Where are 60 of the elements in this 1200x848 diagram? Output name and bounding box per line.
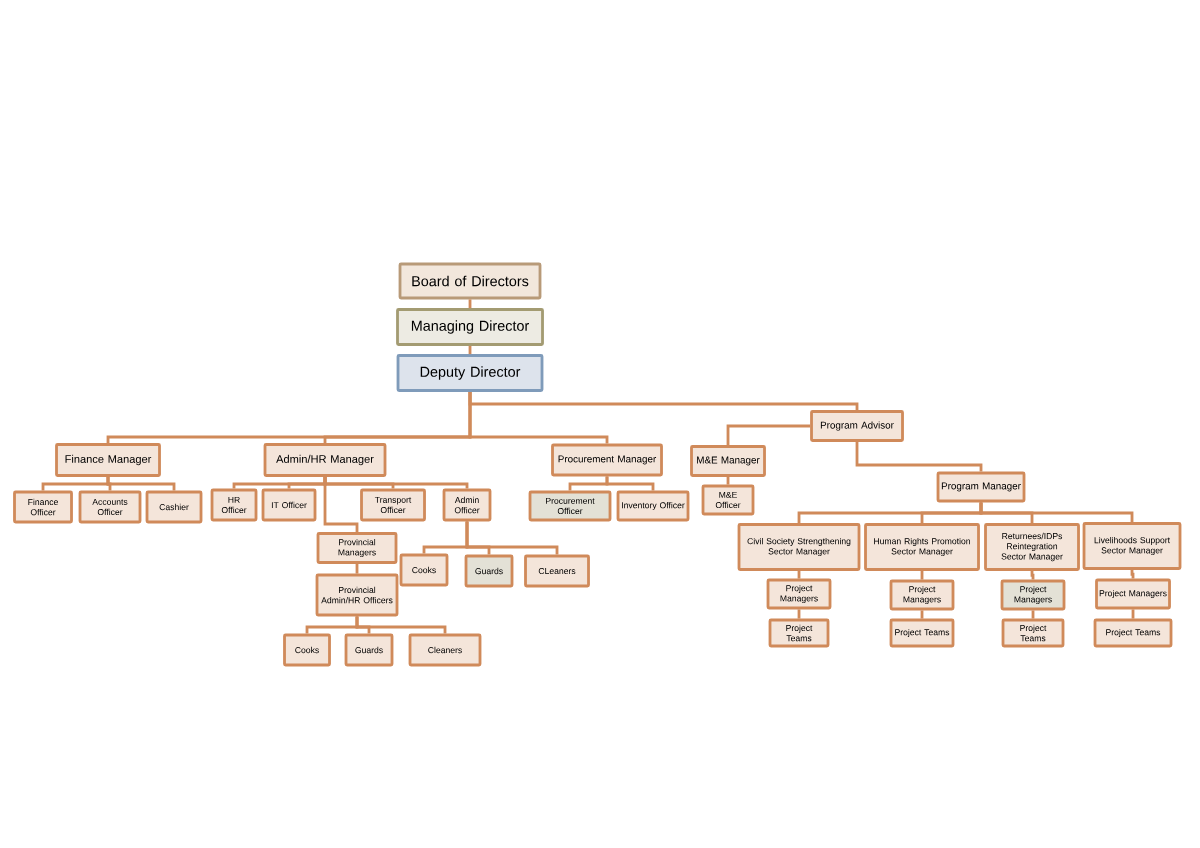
position-box: M&E Officer [701,484,755,516]
position-box: Project Teams [1001,618,1065,648]
connector-line [1130,569,1135,579]
connector-line [1131,609,1135,619]
position-box: Board of Directors [398,262,542,300]
position-box: Project Managers [766,578,832,610]
position-box: Project Managers [1000,579,1066,611]
position-box: Returnees/IDPs Reintegration Sector Manager [984,523,1080,571]
connector-line [468,299,472,309]
position-box: Guards [464,554,514,588]
connector-line [468,391,859,411]
position-box: Program Manager [936,471,1026,503]
position-box: Inventory Officer [616,490,690,522]
position-box: M&E Manager [690,445,766,477]
connector-line [726,476,730,485]
position-box: Procurement Manager [551,443,663,477]
position-box: IT Officer [261,488,317,522]
position-box: Finance Officer [13,490,73,524]
connector-line [920,610,924,619]
position-box: Project Teams [889,618,955,648]
connector-line [323,476,359,533]
position-box: Provincial Managers [316,532,398,564]
connector-line [355,616,447,634]
position-box: HR Officer [210,488,258,522]
connector-line [855,441,983,472]
connector-line [979,502,1134,523]
position-box: Project Managers [889,579,955,611]
position-box: Guards [344,633,394,667]
connector-line [726,424,811,446]
position-box: Civil Society Strengthening Sector Manager [737,523,861,571]
position-box: Cooks [399,553,449,587]
connector-line [468,345,472,355]
position-box: Cashier [145,490,203,524]
position-box: Cleaners [408,633,482,667]
position-box: Managing Director [396,308,544,346]
position-box: Cooks [283,633,331,667]
connector-line [355,563,359,574]
connector-line [920,570,924,580]
position-box: Transport Officer [360,488,426,522]
position-box: Project Managers [1095,578,1171,610]
position-box: Human Rights Promotion Sector Manager [864,523,980,571]
position-box: Deputy Director [396,354,544,392]
position-box: Finance Manager [55,443,161,477]
position-box: Project Teams [1093,618,1173,648]
connector-line [1030,570,1035,580]
connector-line [797,609,801,619]
connector-line [605,476,655,491]
position-box: Accounts Officer [78,490,142,524]
position-box: Procurement Officer [528,490,612,522]
connector-line [1031,610,1035,619]
connector-line [797,570,801,579]
position-box: Livelihoods Support Sector Manager [1082,522,1182,570]
position-box: Provincial Admin/HR Officers [315,573,399,617]
connector-line [106,476,176,491]
position-box: CLeaners [524,554,590,588]
position-box: Program Advisor [810,410,904,442]
position-box: Admin Officer [442,488,492,522]
connector-line [465,521,559,555]
position-box: Admin/HR Manager [263,443,387,477]
position-box: Project Teams [768,618,830,648]
